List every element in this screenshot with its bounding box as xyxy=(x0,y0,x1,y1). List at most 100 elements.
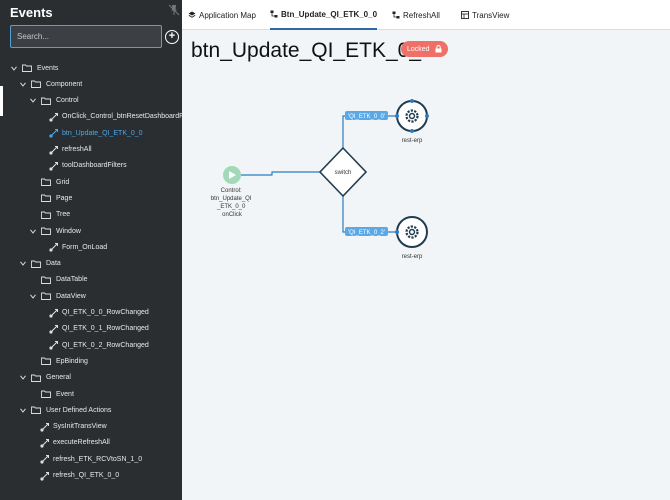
tree-row-label: btn_Update_QI_ETK_0_0 xyxy=(62,129,143,137)
folder-icon xyxy=(31,80,41,89)
tree-event-row[interactable]: Form_OnLoad xyxy=(49,240,107,254)
folder-icon xyxy=(41,194,51,203)
tree-row-label: User Defined Actions xyxy=(46,406,112,414)
tree-row-label: Page xyxy=(56,194,73,202)
flow-icon xyxy=(270,10,278,18)
tree-row-label: General xyxy=(46,374,71,382)
chevron-down-icon[interactable] xyxy=(19,80,27,88)
folder-icon xyxy=(31,374,41,382)
tree-folder-row[interactable]: EpBinding xyxy=(29,354,88,368)
tree-event-row[interactable]: refreshAll xyxy=(49,143,92,157)
flow-canvas: Control: btn_Update_QI _ETK_0_0 onClick … xyxy=(211,99,429,260)
tree-row-label: DataView xyxy=(56,292,86,300)
tree-event-row[interactable]: SysInitTransView xyxy=(40,420,107,434)
tree-folder-row[interactable]: Page xyxy=(29,191,72,205)
tree-event-row[interactable]: refresh_QI_ETK_0_0 xyxy=(40,469,119,483)
tree-folder-row[interactable]: Component xyxy=(19,77,82,91)
unpin-icon[interactable] xyxy=(168,4,180,16)
tree-folder-row[interactable]: Events xyxy=(10,61,58,75)
event-handler-icon xyxy=(49,145,59,155)
layers-icon xyxy=(188,11,196,19)
tab-btn-update[interactable]: Btn_Update_QI_ETK_0_0 xyxy=(270,0,378,30)
edge-label-bottom: 'QI_ETK_0_2' xyxy=(345,227,388,236)
tree-folder-row[interactable]: DataTable xyxy=(29,273,88,287)
svg-text:'QI_ETK_0_0': 'QI_ETK_0_0' xyxy=(348,114,385,120)
tree-row-label: Form_OnLoad xyxy=(62,243,108,251)
locked-badge[interactable]: Locked xyxy=(401,41,448,57)
tree-folder-row[interactable]: Window xyxy=(29,224,81,238)
gear-icon xyxy=(405,225,419,239)
switch-node[interactable] xyxy=(318,146,368,198)
tree-folder-row[interactable]: Grid xyxy=(29,175,69,189)
tree-row-label: Component xyxy=(46,80,83,88)
chevron-blank xyxy=(29,390,37,398)
tree-event-row[interactable]: executeRefreshAll xyxy=(40,436,110,450)
switch-node-label: switch xyxy=(335,170,352,176)
folder-icon xyxy=(41,211,51,219)
tree-event-row[interactable]: QI_ETK_0_0_RowChanged xyxy=(49,306,149,320)
chevron-blank xyxy=(29,357,37,365)
folder-icon xyxy=(41,357,51,366)
flow-icon xyxy=(392,11,400,19)
event-handler-icon xyxy=(49,308,59,318)
chevron-down-icon[interactable] xyxy=(10,64,18,72)
tree-row-label: executeRefreshAll xyxy=(53,439,110,447)
event-handler-icon xyxy=(40,422,50,432)
start-node[interactable] xyxy=(223,166,241,184)
event-handler-icon xyxy=(49,112,59,122)
folder-icon xyxy=(41,227,51,235)
tab-bar: Application Map Btn_Update_QI_ETK_0_0 Re… xyxy=(182,0,670,30)
edge-label-top: 'QI_ETK_0_0' xyxy=(345,111,388,120)
search-input[interactable] xyxy=(10,25,162,48)
edge-switch-to-bottom xyxy=(342,195,397,233)
edge-start-to-switch xyxy=(241,171,320,176)
tree-row-label: Event xyxy=(56,390,74,398)
chevron-down-icon[interactable] xyxy=(29,292,37,300)
tab-transview[interactable]: TransView xyxy=(461,0,509,30)
tree-folder-row[interactable]: Event xyxy=(29,387,74,401)
tab-application-map[interactable]: Application Map xyxy=(188,0,256,30)
chevron-down-icon[interactable] xyxy=(29,97,37,105)
tree-folder-row[interactable]: DataView xyxy=(29,289,86,303)
tab-refreshall[interactable]: RefreshAll xyxy=(392,0,440,30)
tree-row-label: Events xyxy=(37,64,59,72)
action-node-top[interactable] xyxy=(395,99,429,133)
action-node-bottom-label: rest-erp xyxy=(402,254,423,260)
event-handler-icon xyxy=(40,454,50,464)
tab-label: Btn_Update_QI_ETK_0_0 xyxy=(281,9,378,19)
tree-folder-row[interactable]: Tree xyxy=(29,208,70,222)
event-handler-icon xyxy=(49,242,59,252)
tree-row-label: DataTable xyxy=(56,276,88,284)
tree-row-label: refresh_QI_ETK_0_0 xyxy=(53,472,120,479)
tree-folder-row[interactable]: Data xyxy=(19,257,61,271)
event-handler-icon xyxy=(40,471,50,481)
chevron-down-icon[interactable] xyxy=(19,374,27,382)
tree-row-label: toolDashboardFilters xyxy=(62,162,127,170)
sidebar: Events + EventsComponentControlOnClick_C… xyxy=(0,0,182,500)
chevron-down-icon[interactable] xyxy=(29,227,37,235)
tree-event-row[interactable]: QI_ETK_0_2_RowChanged xyxy=(49,338,149,352)
tree-event-row[interactable]: QI_ETK_0_1_RowChanged xyxy=(49,322,149,336)
tab-label: RefreshAll xyxy=(403,10,440,20)
tree-event-row[interactable]: toolDashboardFilters xyxy=(49,159,127,173)
tree-event-row[interactable]: OnClick_Control_btnResetDashboardFilters xyxy=(49,110,182,124)
action-node-top-label: rest-erp xyxy=(402,138,423,144)
tree-row-label: Control xyxy=(56,97,79,105)
tree-row-label: Window xyxy=(56,227,81,235)
event-handler-icon xyxy=(49,161,59,171)
chevron-down-icon[interactable] xyxy=(19,406,27,414)
tree-folder-row[interactable]: General xyxy=(19,371,71,385)
action-node-bottom[interactable] xyxy=(395,216,428,248)
folder-icon xyxy=(22,64,32,72)
play-icon xyxy=(229,171,236,179)
lock-icon xyxy=(435,45,442,53)
tree-row-label: Data xyxy=(46,260,61,268)
chevron-down-icon[interactable] xyxy=(19,260,27,268)
event-handler-icon xyxy=(49,324,59,334)
tree-folder-row[interactable]: User Defined Actions xyxy=(19,403,111,417)
add-event-button[interactable]: + xyxy=(165,30,179,44)
tree-folder-row[interactable]: Control xyxy=(29,94,79,108)
tree-event-row[interactable]: refresh_ETK_RCVtoSN_1_0 xyxy=(40,452,142,466)
tree-event-row[interactable]: btn_Update_QI_ETK_0_0 xyxy=(49,126,143,140)
tab-label: TransView xyxy=(472,10,510,20)
